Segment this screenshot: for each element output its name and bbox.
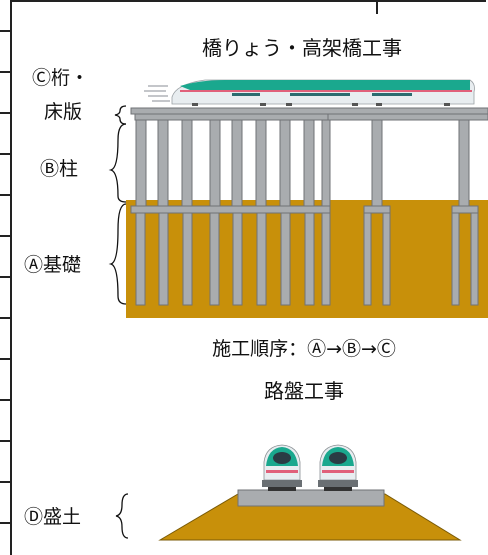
margin-tick (0, 358, 10, 360)
bracket-a (108, 203, 127, 305)
footing-beam (130, 205, 331, 214)
label-d: Ⓓ盛土 (24, 506, 81, 528)
pile (232, 212, 243, 306)
column (181, 119, 193, 211)
pile (182, 212, 193, 306)
label-brackets (108, 105, 129, 539)
margin-tick (0, 194, 10, 196)
page-frame-divider (376, 0, 378, 14)
girder-slab (130, 107, 488, 115)
margin-tick (0, 440, 10, 442)
pile (209, 212, 220, 306)
viaduct-structure (130, 107, 488, 306)
column (371, 119, 383, 211)
pile (363, 212, 372, 306)
column (255, 119, 267, 211)
bridge-works-title: 橋りょう・高架橋工事 (202, 36, 402, 60)
column (157, 119, 169, 211)
margin-tick (0, 153, 10, 155)
page-frame-left (10, 0, 12, 555)
pile (304, 212, 315, 306)
pile (280, 212, 291, 306)
margin-tick (0, 522, 10, 524)
label-c-line2: 床版 (44, 101, 82, 123)
margin-tick (0, 276, 10, 278)
margin-tick (0, 235, 10, 237)
page-frame-top (10, 0, 486, 2)
pile (470, 212, 479, 306)
column (231, 119, 243, 211)
bracket-d (115, 493, 129, 539)
margin-tick (0, 317, 10, 319)
train-front-right (318, 444, 358, 491)
bracket-b (108, 123, 127, 203)
margin-tick (0, 71, 10, 73)
construction-sequence: 施工順序：Ⓐ→Ⓑ→Ⓒ (212, 338, 396, 360)
pile (158, 212, 169, 306)
label-c-line1: Ⓒ桁・ (32, 67, 89, 89)
pile (321, 212, 331, 306)
margin-tick (0, 481, 10, 483)
embankment (158, 493, 462, 541)
shinkansen-train-side (144, 79, 475, 106)
column (209, 119, 221, 211)
pile (382, 212, 391, 306)
pile (451, 212, 460, 306)
margin-tick (0, 399, 10, 401)
margin-tick (0, 112, 10, 114)
margin-tick (0, 30, 10, 32)
column (321, 119, 331, 211)
roadbed-works-title: 路盤工事 (264, 379, 344, 403)
column (135, 119, 147, 211)
column (279, 119, 291, 211)
label-a: Ⓐ基礎 (24, 254, 81, 276)
column (458, 119, 470, 211)
column (303, 119, 315, 211)
train-front-left (262, 444, 302, 491)
label-b: Ⓑ柱 (40, 158, 78, 180)
pile (135, 212, 146, 306)
margin-ticks (0, 0, 12, 555)
roadbed-slab (237, 489, 385, 507)
bracket-c (114, 105, 127, 125)
pile (256, 212, 267, 306)
